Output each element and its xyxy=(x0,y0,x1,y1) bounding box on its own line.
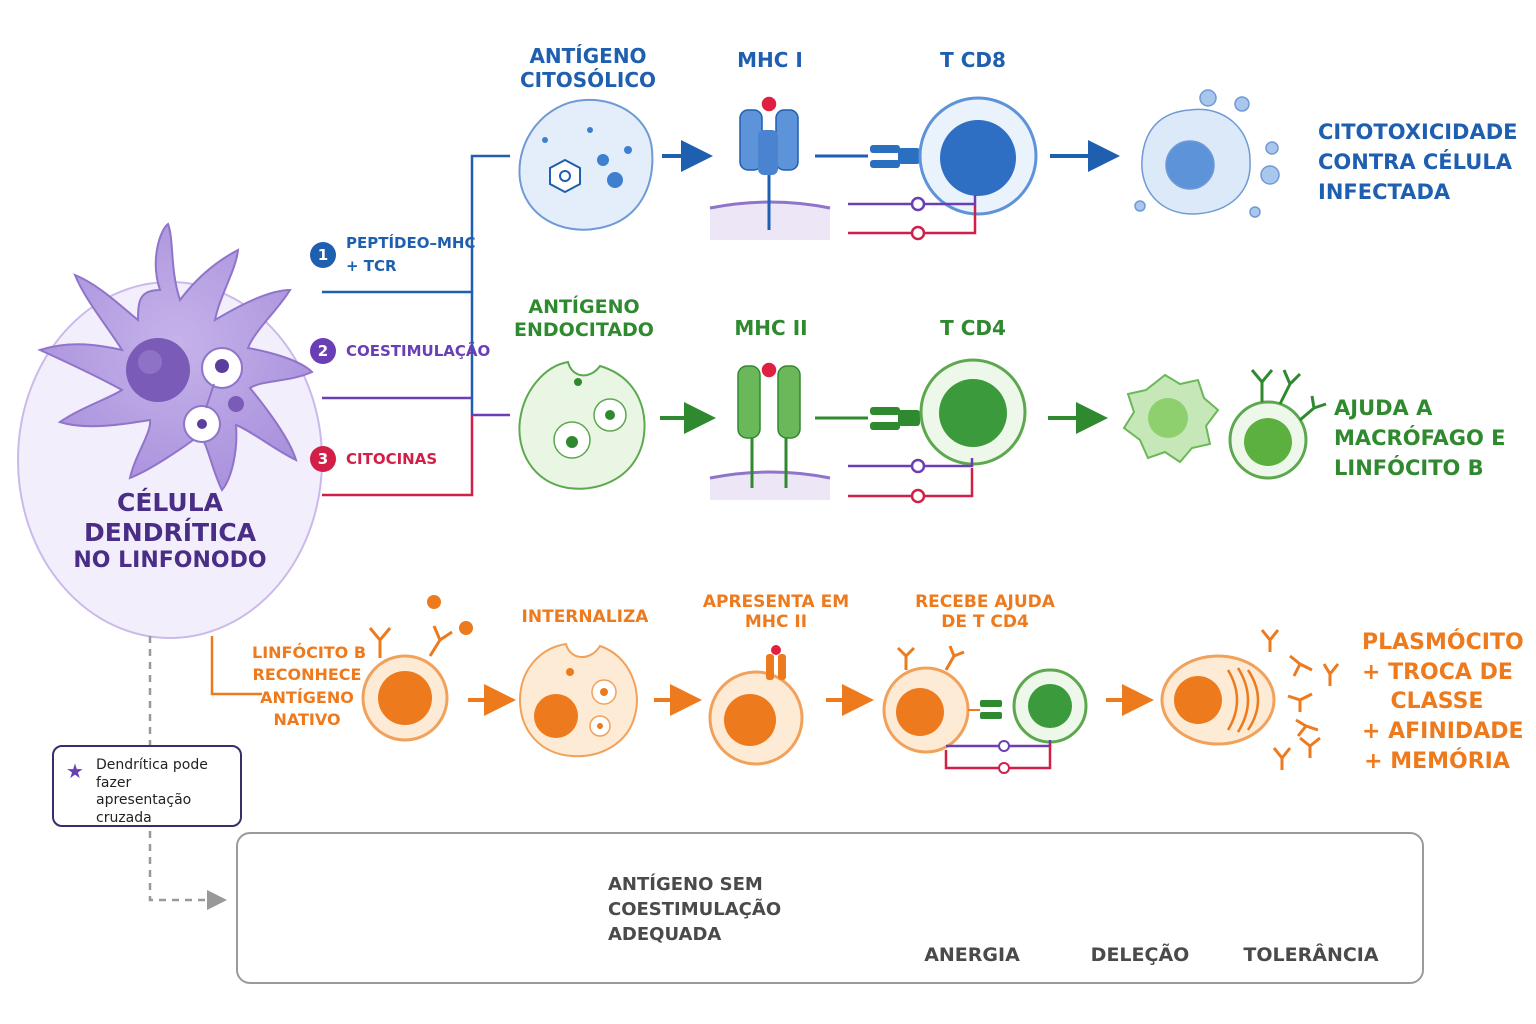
t-cd8-label: T CD8 xyxy=(940,48,1006,72)
lysed-infected-cell-icon xyxy=(1134,89,1280,218)
macrophage-icon xyxy=(1122,373,1220,464)
dendritic-cell-icon xyxy=(37,222,314,492)
internalize-label: INTERNALIZA xyxy=(521,607,649,627)
b-cell-internalize-icon xyxy=(518,642,638,758)
b-pathway-connector xyxy=(210,636,262,696)
deletion-label: DELEÇÃO xyxy=(1090,944,1190,966)
t-cd4-cell-icon xyxy=(919,358,1027,466)
antibodies-icon xyxy=(1260,629,1340,770)
plasma-cell-icon xyxy=(1160,654,1276,746)
t-cd8-cell-icon xyxy=(918,96,1038,216)
endocytosed-antigen-cell-icon xyxy=(518,360,646,490)
b-cell-receives-help-icon xyxy=(882,645,1088,774)
t-cd4-label: T CD4 xyxy=(940,316,1006,340)
tcr-cd4-icon xyxy=(870,407,920,430)
signal-connectors xyxy=(322,154,510,497)
tolerance-panel xyxy=(236,832,1424,984)
signal-1-peptide-mhc: 1 PEPTÍDEO–MHC+ TCR xyxy=(310,232,476,277)
tcr-cd8-icon xyxy=(870,145,920,168)
b-lymphocyte-green-icon xyxy=(1228,369,1327,480)
b-cell-present-mhc-ii-icon xyxy=(708,645,804,766)
cytosolic-antigen-cell-icon xyxy=(518,98,654,231)
mhc-i-label: MHC I xyxy=(737,48,803,72)
star-icon: ★ xyxy=(66,759,84,783)
tolerance-connector xyxy=(148,636,227,910)
anergy-label: ANERGIA xyxy=(924,944,1020,966)
tolerance-label: TOLERÂNCIA xyxy=(1243,944,1379,966)
mhc-ii-label: MHC II xyxy=(734,316,808,340)
costim-lines-cd8 xyxy=(848,195,977,241)
b-cell-recognize-icon xyxy=(361,595,473,742)
mhc-class-ii-icon xyxy=(709,361,831,500)
costim-lines-cd4 xyxy=(848,458,974,504)
mhc-class-i-icon xyxy=(709,95,831,240)
